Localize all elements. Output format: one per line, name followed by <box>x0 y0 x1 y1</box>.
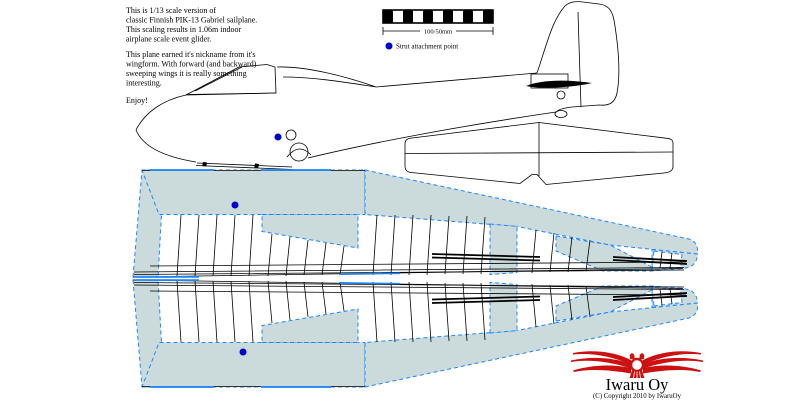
legend: Strut attachment point <box>385 42 458 51</box>
note-line: airplane scale event glider. <box>126 35 211 44</box>
fuselage-hole-marker <box>285 129 297 141</box>
note-line: This scaling results in 1.06m indoor <box>126 25 241 34</box>
wheel-fairing-arc <box>286 148 312 158</box>
logo-company-name: Iwaru Oy <box>606 375 670 394</box>
tow-hook-rear <box>254 163 259 168</box>
tail-boom-bottom-line <box>307 111 557 159</box>
scale-bar: 100/50mm <box>382 9 494 36</box>
wing-ribs-inner <box>176 214 345 277</box>
note-line: sweeping wings it is really something <box>126 69 247 78</box>
landing-skid <box>195 162 294 170</box>
strut-legend-label: Strut attachment point <box>396 43 458 51</box>
canopy-sill-line <box>185 92 277 95</box>
tail-boom-top-line <box>375 72 538 88</box>
wing-covering-solid-edges <box>135 169 401 278</box>
wing-root-airfoil <box>276 66 377 88</box>
rudder-hinge-line <box>577 11 582 108</box>
logo-wing-left <box>571 351 631 374</box>
stabilizer-spar-line <box>404 151 674 154</box>
logo-bird-head-left <box>629 353 635 359</box>
note-line: This plane earned it's nickname from it'… <box>126 50 256 59</box>
strut-legend-dot <box>385 42 393 50</box>
scale-bar-cells <box>383 10 493 23</box>
wing-ribs-middle <box>372 214 486 276</box>
tow-hook-front <box>202 162 207 167</box>
tail-bumper <box>554 110 568 118</box>
main-wheel <box>289 142 309 162</box>
stabilizer-outline <box>404 122 674 185</box>
wing-panel-plan <box>132 169 699 278</box>
stabilizer-airfoil-section <box>526 80 592 88</box>
wing-trailing-edge-line <box>132 268 684 278</box>
logo-sun-disc <box>629 357 645 373</box>
wing-main-spar-inner <box>431 253 541 262</box>
note-line: This is 1/13 scale version of <box>126 6 216 15</box>
fuselage-nose-top <box>135 94 187 131</box>
logo-tail-slits <box>633 371 641 379</box>
logo: Iwaru Oy (C) Copyright 2010 by IwaruOy <box>571 351 703 400</box>
wing-te-sheet-lines <box>133 267 685 275</box>
wing-sheeting-bay-band <box>489 223 518 276</box>
stabilizer-plan-view <box>404 122 674 185</box>
note-line: interesting. <box>126 79 162 88</box>
fuselage-nose-bottom <box>135 129 197 163</box>
fuselage-strut-point-dot <box>274 133 282 141</box>
logo-bird-head-right <box>639 353 645 359</box>
vertical-fin-outline <box>536 1 620 113</box>
wing-sheeting-le-outer <box>364 169 699 255</box>
wing-strut-point-dot-bottom <box>239 348 247 356</box>
wing-strut-point-dot-top <box>231 201 239 209</box>
scale-dimension-line <box>382 27 494 35</box>
scale-bar-frame <box>382 9 494 24</box>
logo-wing-right <box>643 351 703 374</box>
stab-attachment-hole <box>556 90 566 100</box>
wing-main-spar-outer <box>612 256 688 265</box>
wing-spar-line <box>149 261 687 267</box>
wing-sheeting-mid-diagonal <box>261 214 359 249</box>
note-line: wingform. With forward (and backward) <box>126 60 257 69</box>
wing-sheeting-le-inner <box>141 169 366 215</box>
note-closing: Enjoy! <box>126 96 148 105</box>
scale-dimension-label: 100/50mm <box>424 29 452 36</box>
note-line: classic Finnish PIK-13 Gabriel sailplane… <box>126 16 257 25</box>
fuselage-side-view <box>135 1 620 170</box>
windscreen-frame-line <box>194 66 243 92</box>
notes-block: This is 1/13 scale version of classic Fi… <box>126 6 257 105</box>
wing-ribs-outer <box>531 229 673 274</box>
logo-copyright: (C) Copyright 2010 by IwaruOy <box>593 393 682 400</box>
